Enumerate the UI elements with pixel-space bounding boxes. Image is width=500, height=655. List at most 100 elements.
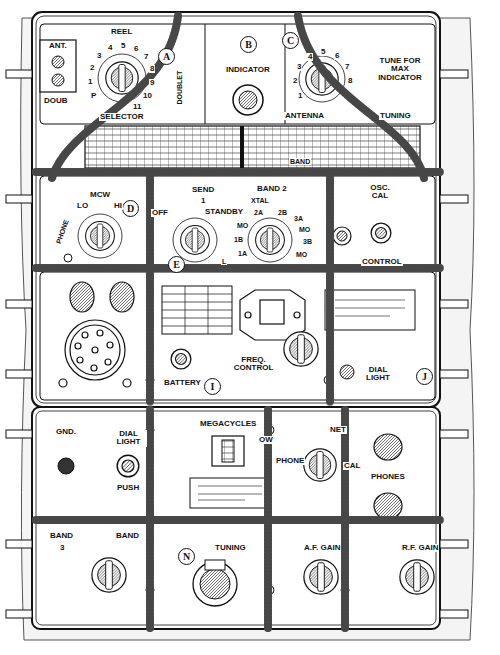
panel-label: MO [236,222,249,229]
panel-label: INDICATOR [225,66,271,74]
band-switch [256,226,285,255]
panel-label: R.F. GAIN [401,544,439,552]
panel-label: 1 [200,197,206,205]
panel-label: MCW [89,191,111,199]
panel-label: DIAL LIGHT [362,366,394,383]
panel-label: BAND 2 [256,185,288,193]
panel-label: 7 [344,63,350,71]
mode-knob [86,222,115,251]
panel-label: 8 [347,77,353,85]
callout-letter: C [282,32,299,49]
callout-letter: B [240,36,257,53]
panel-label: STANDBY [204,208,244,216]
panel-label: FREQ. CONTROL [225,356,282,373]
panel-label: BAND [115,532,140,540]
panel-label: 5 [320,48,326,56]
panel-label: 1B [233,236,244,243]
panel-label: CONTROL [361,258,403,266]
band-knob [92,558,126,592]
panel-label: SEND [191,186,215,194]
mounting-rails [6,70,468,618]
panel-label: OW [258,436,274,444]
panel-label: 10 [142,92,153,100]
callout-text: C [287,35,294,46]
housing [21,12,474,640]
antenna-terminals [40,40,76,92]
panel-label: SELECTOR [99,113,144,121]
panel-label: 3 [296,63,302,71]
panel-label: TUNING [214,544,247,552]
panel-label: TUNING [379,112,412,120]
dial-light-button [117,455,139,477]
panel-label: 8 [149,65,155,73]
panel-label: 1 [87,78,93,86]
screws [64,254,349,594]
panel-label: 5 [120,42,126,50]
callout-letter: A [158,48,175,65]
panel-label: 2 [89,64,95,72]
callout-letter: D [122,200,139,217]
callout-text: A [163,51,170,62]
panel-label: 2A [253,209,264,216]
cable-sockets [59,282,134,387]
panel-label: PHONE [275,457,305,465]
panel-label: 3A [293,215,304,222]
panel-label: TUNE FOR MAX INDICATOR [369,57,431,82]
panel-label: BATTERY [163,379,202,387]
instruction-table [162,286,232,334]
panel-label: ANTENNA [284,112,325,120]
panel-label: 6 [133,45,139,53]
panel-label: MEGACYCLES [199,420,257,428]
callout-letter: E [168,256,185,273]
panel-label: 2 [292,77,298,85]
panel-label: DOUB [43,97,69,105]
callout-letter: J [416,368,433,385]
panel-label: NET [329,426,347,434]
indicator-meter [233,85,263,115]
panel-label: XTAL [250,197,270,204]
panel-label: MO [298,226,311,233]
panel-label: 7 [143,53,149,61]
panel-label: OSC. CAL [363,184,397,201]
panel-label: 11 [132,103,142,111]
panel-label: 6 [334,52,340,60]
panel-label: 1A [237,250,248,257]
panel-label: PHONES [370,473,406,481]
callout-letter: N [178,548,195,565]
panel-label: LO [76,202,89,210]
panel-label: P [90,92,97,100]
battery-knob [171,349,191,369]
osc-cal-knob [371,223,391,243]
small-knob [333,227,351,245]
panel-label: 9 [149,79,155,87]
panel-label: DOUBLET [176,70,183,106]
panel-label: BAND [289,158,311,165]
panel-label: DIAL LIGHT [110,430,147,447]
panel-label: OFF [151,209,169,217]
callout-text: J [422,371,427,382]
panel-label: L [221,258,227,265]
callout-text: E [173,259,180,270]
panel-label: BAND [49,532,74,540]
calibration-chart [85,126,420,168]
callout-letter: I [204,378,221,395]
mode-selector-knob [304,449,336,481]
dial-light-lamp [340,365,354,379]
panel-label: ANT. [48,42,68,50]
panel-label: 3B [302,238,313,245]
gnd-terminal [58,458,74,474]
nameplate [325,290,415,330]
rf-gain-knob [400,560,434,594]
tuning-dial [193,560,237,606]
callout-text: D [127,203,134,214]
panel-label: 4 [107,44,113,52]
panel-label: MO [295,251,308,258]
panel-label: 2B [277,209,288,216]
carrying-straps [36,16,440,628]
panel-label: A.F. GAIN [303,544,341,552]
freq-control-knob [284,332,318,366]
panel-label: GND. [55,428,77,436]
panel-label: 1 [297,92,303,100]
callout-text: B [245,39,252,50]
